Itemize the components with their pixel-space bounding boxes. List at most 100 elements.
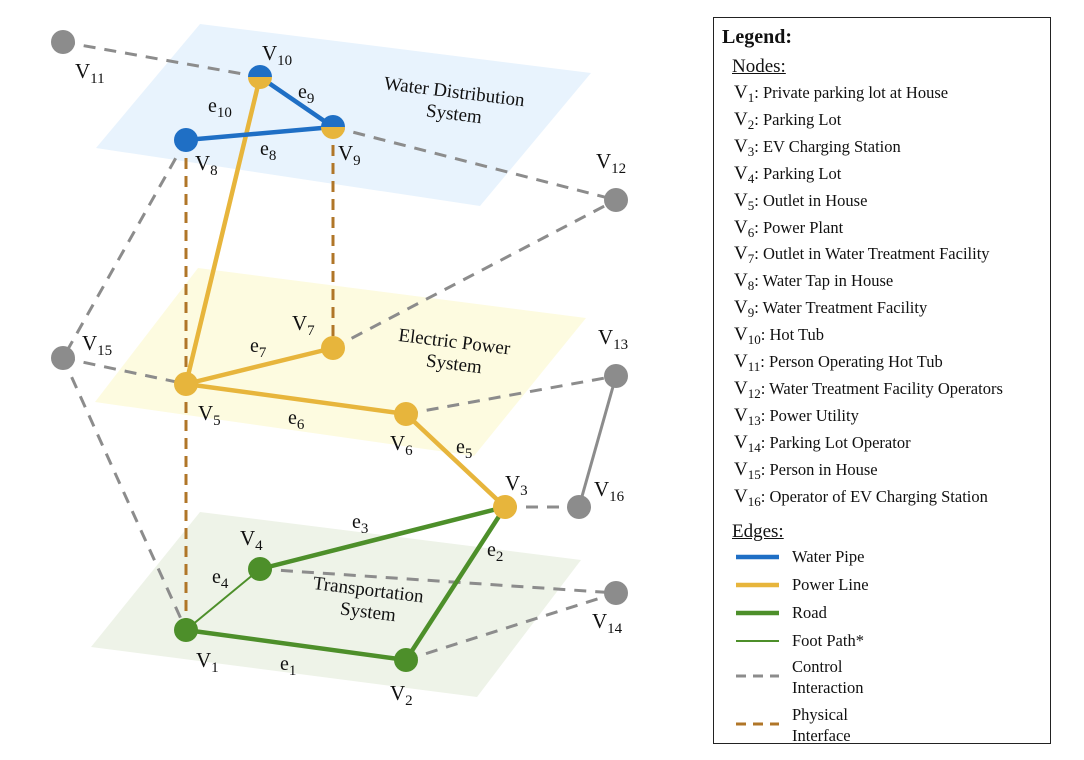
legend-item-physical-interface: Physical Interface <box>734 704 1044 748</box>
legend-node-symbol: V <box>734 351 748 372</box>
legend-node-subscript: 6 <box>747 224 755 240</box>
legend-control-line1: Control <box>792 657 843 676</box>
node-v10 <box>248 65 272 89</box>
legend-node-item: V8: Water Tap in House <box>734 270 894 294</box>
edge-e9 <box>258 75 335 129</box>
power-line-edges <box>183 76 507 509</box>
legend-foot-path-label: Foot Path* <box>792 631 864 650</box>
legend-nodes-heading: Nodes: <box>732 56 786 77</box>
edge-e2 <box>404 505 507 662</box>
legend-node-symbol: V <box>734 189 748 211</box>
edge-e10 <box>183 76 263 385</box>
legend-node-item: V16: Operator of EV Charging Station <box>734 485 988 509</box>
legend-control-label: Control Interaction <box>792 656 863 698</box>
legend-control-line2: Interaction <box>792 678 864 697</box>
edge-v13-v16 <box>577 375 618 508</box>
edge-v6-v13 <box>405 374 617 416</box>
legend-physical-line2: Interface <box>792 726 851 745</box>
legend-node-item: V15: Person in House <box>734 458 878 482</box>
legend-node-description: : Hot Tub <box>760 325 825 345</box>
edge-e1 <box>185 627 407 663</box>
road-swatch <box>736 610 779 616</box>
edge-v15-v1 <box>61 357 188 631</box>
node-v6 <box>394 402 418 426</box>
legend-node-item: V11: Person Operating Hot Tub <box>734 351 943 374</box>
legend-node-description: : Person in House <box>760 459 878 479</box>
legend-node-subscript: 11 <box>747 359 761 374</box>
legend-node-description: : Private parking lot at House <box>754 83 949 102</box>
edge-e8 <box>185 124 334 143</box>
node-v4 <box>248 557 272 581</box>
label-v12: V12 <box>596 149 626 177</box>
legend-node-description: : Water Tap in House <box>754 271 894 291</box>
edge-e5 <box>404 412 507 509</box>
network-diagram: Water Distribution System Electric Power… <box>51 24 628 709</box>
label-v11: V11 <box>75 59 105 87</box>
legend-node-item: V5: Outlet in House <box>734 189 868 213</box>
power-layer-plane <box>95 268 586 456</box>
water-layer-plane <box>96 24 591 206</box>
legend-node-subscript: 4 <box>747 170 755 186</box>
legend-node-item: V3: EV Charging Station <box>734 135 901 159</box>
legend-node-item: V9: Water Treatment Facility <box>734 297 927 321</box>
physical-interface-edges <box>184 127 335 630</box>
legend-node-description: : Power Plant <box>754 217 844 237</box>
control-interaction-edges <box>61 40 617 662</box>
node-v11 <box>51 30 75 54</box>
edge-v9-v12 <box>332 125 617 202</box>
legend-node-symbol: V <box>734 216 748 238</box>
transport-layer-plane <box>91 512 581 697</box>
legend-box: Legend: Nodes: V1: Private parking lot a… <box>713 17 1051 745</box>
legend-node-item: V13: Power Utility <box>734 404 859 428</box>
legend-node-symbol: V <box>734 404 748 426</box>
legend-item-power-line: Power Line <box>734 574 1044 614</box>
node-v2 <box>394 648 418 672</box>
physical-interface-swatch <box>736 722 779 726</box>
node-v15 <box>51 346 75 370</box>
legend-node-symbol: V <box>734 458 748 480</box>
nodes <box>51 30 628 672</box>
legend-node-subscript: 1 <box>747 90 755 105</box>
legend-node-description: : Outlet in House <box>754 190 868 210</box>
legend-node-item: V14: Parking Lot Operator <box>734 432 911 455</box>
legend-node-description: : Person Operating Hot Tub <box>760 352 943 371</box>
legend-node-subscript: 16 <box>747 493 761 509</box>
label-v13: V13 <box>598 325 628 353</box>
edge-v4-v14 <box>259 567 617 595</box>
node-v3 <box>493 495 517 519</box>
legend-node-symbol: V <box>734 135 748 157</box>
legend-node-symbol: V <box>734 270 748 292</box>
legend-node-item: V10: Hot Tub <box>734 324 825 347</box>
legend-node-description: : Parking Lot <box>754 109 842 129</box>
legend-node-subscript: 15 <box>747 466 761 482</box>
legend-node-description: : Parking Lot Operator <box>760 432 911 452</box>
label-v16: V16 <box>594 477 625 505</box>
node-v13 <box>604 364 628 388</box>
legend-node-item: V6: Power Plant <box>734 216 844 240</box>
legend-node-item: V1: Private parking lot at House <box>734 82 949 105</box>
legend-node-symbol: V <box>734 485 748 507</box>
node-v16 <box>567 495 591 519</box>
legend-node-subscript: 12 <box>747 385 761 401</box>
legend-node-item: V7: Outlet in Water Treatment Facility <box>734 243 990 266</box>
road-edges <box>185 504 507 663</box>
legend-physical-line1: Physical <box>792 705 848 724</box>
water-pipe-edges <box>185 75 335 143</box>
legend-item-control-interaction: Control Interaction <box>734 656 1044 700</box>
legend-physical-label: Physical Interface <box>792 704 851 746</box>
control-interaction-swatch <box>736 674 779 678</box>
node-v5 <box>174 372 198 396</box>
edge-e3 <box>259 504 506 572</box>
legend-node-item: V12: Water Treatment Facility Operators <box>734 378 1003 401</box>
water-pipe-swatch <box>736 554 779 560</box>
label-v14: V14 <box>592 609 623 637</box>
legend-node-subscript: 8 <box>747 278 755 294</box>
legend-power-line-label: Power Line <box>792 575 869 594</box>
edge-e7 <box>185 345 334 387</box>
node-v14 <box>604 581 628 605</box>
node-v9 <box>321 115 345 139</box>
legend-node-subscript: 9 <box>747 305 755 321</box>
legend-node-symbol: V <box>734 324 748 346</box>
legend-node-symbol: V <box>734 82 748 103</box>
legend-node-subscript: 5 <box>747 197 755 213</box>
